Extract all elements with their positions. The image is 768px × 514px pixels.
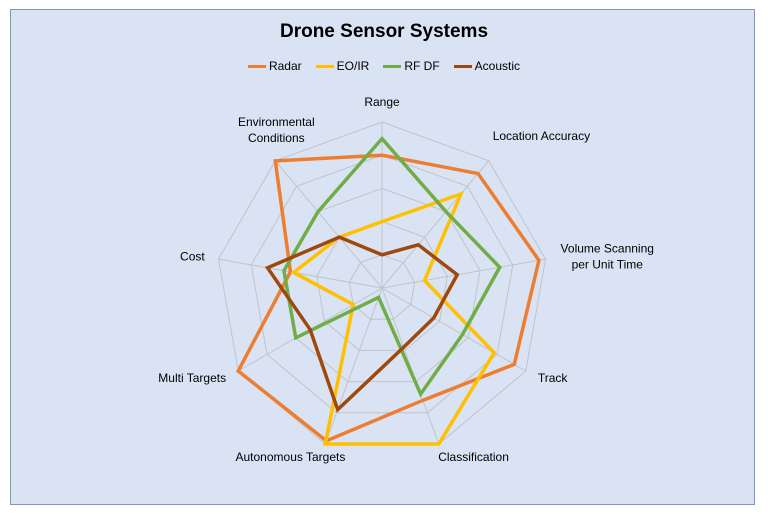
series-acoustic (264, 235, 460, 413)
axis-label-line: Track (538, 371, 569, 385)
axis-label-line: per Unit Time (572, 258, 644, 272)
axis-label: Multi Targets (158, 371, 226, 385)
axis-label: Volume Scanning per Unit Time (561, 242, 654, 272)
axis-label-line: Volume Scanning (561, 242, 654, 256)
axis-label-line: Classification (438, 450, 509, 464)
axis-label-line: Range (364, 95, 400, 109)
chart-title: Drone Sensor Systems (279, 21, 489, 42)
legend-item: RF DF (383, 59, 440, 73)
axis-label: Autonomous Targets (236, 450, 346, 464)
axis-line (381, 160, 490, 289)
axis-label: Cost (180, 250, 205, 264)
legend-swatch (453, 64, 472, 68)
axis-label-line: Conditions (248, 131, 305, 145)
legend-item: EO/IR (315, 59, 370, 73)
axis-line (381, 287, 440, 445)
legend-item: Radar (247, 59, 302, 73)
legend-label: Radar (268, 59, 302, 73)
legend-item: Acoustic (453, 59, 521, 73)
axis-line (324, 287, 383, 445)
axis-line (381, 287, 527, 372)
legend-label: Acoustic (474, 59, 521, 73)
legend: Radar EO/IR RF DF Acoustic (0, 59, 768, 73)
series-eo-ir (290, 190, 497, 446)
series-rf-df (282, 135, 502, 398)
legend-swatch (383, 64, 402, 68)
grid-ring (250, 154, 514, 414)
legend-swatch (247, 64, 266, 68)
axis-label-line: Cost (180, 250, 205, 264)
axis-label-line: Autonomous Targets (236, 450, 346, 464)
legend-swatch (315, 64, 334, 68)
axis-line (218, 258, 383, 289)
axis-label: Classification (438, 450, 509, 464)
legend-label: EO/IR (336, 59, 370, 73)
legend-label: RF DF (404, 59, 440, 73)
axis-label: Range (364, 95, 400, 109)
grid-ring (348, 254, 416, 320)
series-radar (236, 153, 541, 443)
axis-line (381, 258, 546, 289)
axis-label-line: Environmental (238, 115, 315, 129)
axis-label-line: Location Accuracy (493, 129, 590, 143)
axis-line (274, 160, 383, 289)
axis-label-line: Multi Targets (158, 371, 226, 385)
axis-label: Track (538, 371, 569, 385)
axis-label: Location Accuracy (493, 129, 590, 143)
